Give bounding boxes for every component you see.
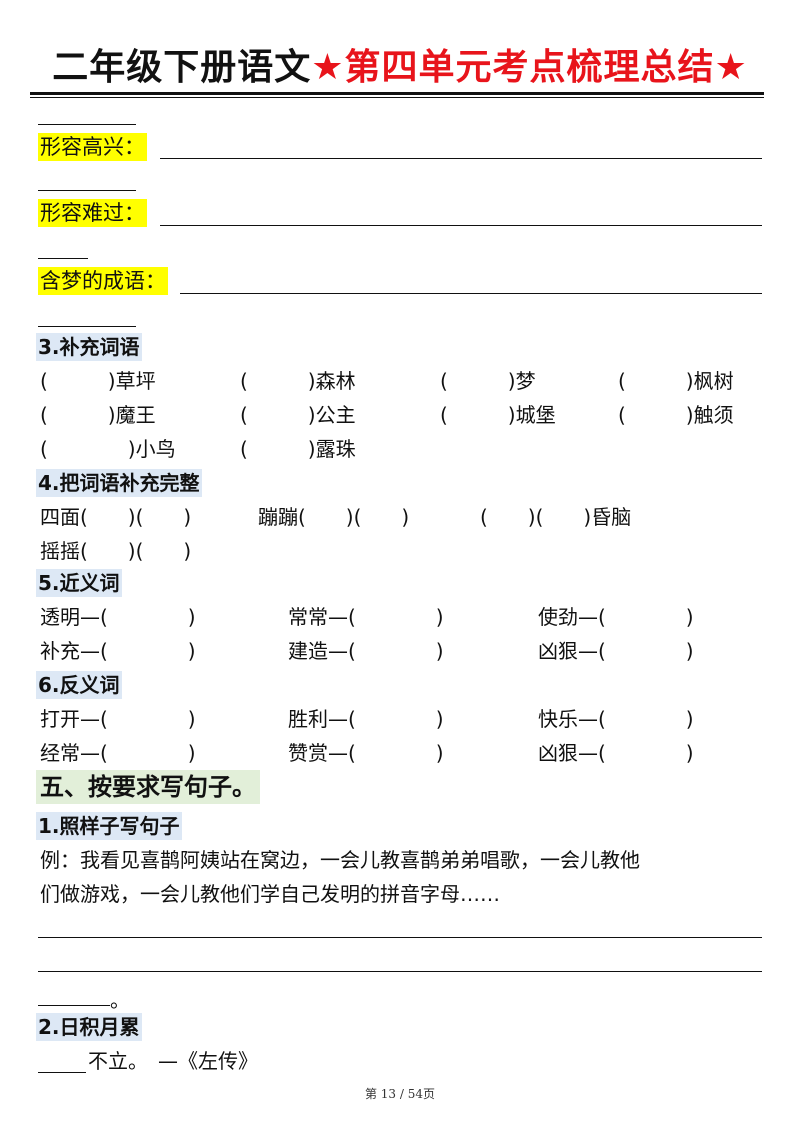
page-title: 二年级下册语文★第四单元考点梳理总结★ — [0, 38, 800, 90]
short-rule — [38, 326, 136, 327]
antonym-item: 胜利—( ) — [288, 707, 444, 731]
subsection-heading: 1.照样子写句子 — [36, 812, 182, 840]
answer-line-happy[interactable] — [160, 158, 762, 159]
part-five-heading: 五、按要求写句子。 — [36, 770, 260, 804]
title-grade: 二年级下册语文 — [52, 47, 312, 88]
short-rule — [38, 124, 136, 125]
label-happy: 形容高兴： — [38, 133, 147, 161]
antonym-item: 打开—( ) — [40, 707, 196, 731]
short-rule — [38, 190, 136, 191]
synonym-item: 常常—( ) — [288, 605, 444, 629]
title-rule-thick — [30, 92, 764, 95]
synonym-item: 透明—( ) — [40, 605, 196, 629]
fill-item: ( )公主 — [240, 403, 356, 427]
section-heading: 3.补充词语 — [36, 333, 142, 361]
subsection-heading: 2.日积月累 — [36, 1013, 142, 1041]
fill-item: ( )魔王 — [40, 403, 156, 427]
fill-item: ( )露珠 — [240, 437, 356, 461]
antonym-item: 经常—( ) — [40, 741, 196, 765]
antonym-item: 赞赏—( ) — [288, 741, 444, 765]
section-heading: 6.反义词 — [36, 671, 122, 699]
fill-item: 蹦蹦( )( ) — [258, 505, 410, 529]
fill-item: ( )枫树 — [618, 369, 734, 393]
quote-line: 不立。 —《左传》 — [88, 1049, 258, 1073]
synonym-item: 补充—( ) — [40, 639, 196, 663]
antonym-item: 凶狠—( ) — [538, 741, 694, 765]
fill-item: ( )( )昏脑 — [480, 505, 632, 529]
answer-line-sad[interactable] — [160, 225, 762, 226]
page-number: 第 13 / 54页 — [364, 1087, 436, 1101]
answer-line[interactable] — [38, 1072, 86, 1073]
answer-line[interactable] — [38, 1005, 110, 1006]
answer-line-dream-idiom[interactable] — [180, 293, 762, 294]
fill-item: ( )草坪 — [40, 369, 156, 393]
fill-item: 四面( )( ) — [40, 505, 192, 529]
fill-item: ( )触须 — [618, 403, 734, 427]
example-sentence-line: 们做游戏，一会儿教他们学自己发明的拼音字母…… — [40, 882, 500, 906]
fill-item: ( )城堡 — [440, 403, 556, 427]
title-rule-thin — [30, 97, 764, 98]
synonym-item: 建造—( ) — [288, 639, 444, 663]
section-heading: 4.把词语补充完整 — [36, 469, 202, 497]
fill-item: ( )森林 — [240, 369, 356, 393]
fill-item: ( )梦 — [440, 369, 536, 393]
title-unit: ★第四单元考点梳理总结★ — [311, 47, 748, 88]
answer-line[interactable] — [38, 937, 762, 938]
fill-item: 摇摇( )( ) — [40, 539, 192, 563]
answer-line[interactable] — [38, 971, 762, 972]
period-mark: 。 — [110, 988, 130, 1012]
synonym-item: 凶狠—( ) — [538, 639, 694, 663]
antonym-item: 快乐—( ) — [538, 707, 694, 731]
label-dream-idiom: 含梦的成语： — [38, 267, 168, 295]
example-sentence-line: 例：我看见喜鹊阿姨站在窝边，一会儿教喜鹊弟弟唱歌，一会儿教他 — [40, 848, 640, 872]
section-heading: 5.近义词 — [36, 569, 122, 597]
label-sad: 形容难过： — [38, 199, 147, 227]
synonym-item: 使劲—( ) — [538, 605, 694, 629]
short-rule — [38, 258, 88, 259]
fill-item: ( )小鸟 — [40, 437, 176, 461]
